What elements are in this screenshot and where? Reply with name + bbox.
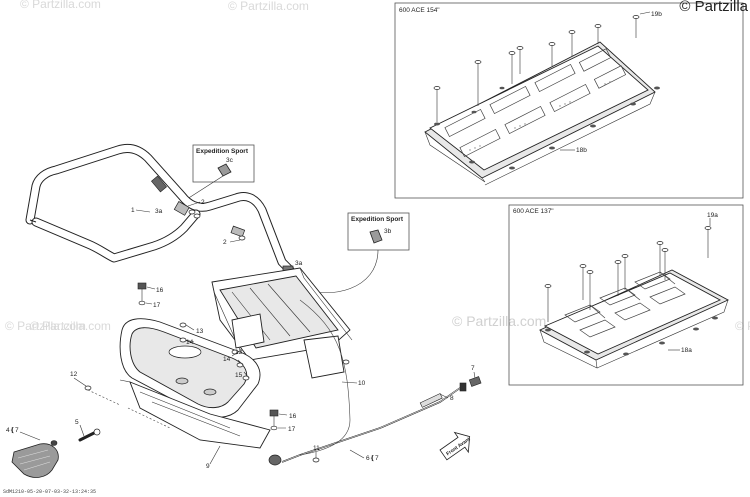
callout-19b: 19b bbox=[651, 11, 662, 18]
callout-14a: 14 bbox=[186, 339, 194, 346]
callout-3a-mid: 3a bbox=[295, 260, 303, 267]
callout-14b: 14 bbox=[223, 356, 231, 363]
callout-15: 15 bbox=[235, 372, 243, 379]
front-arrow: Front Avant bbox=[439, 431, 472, 461]
bolt-5 bbox=[78, 424, 101, 442]
callout-19a: 19a bbox=[707, 212, 718, 219]
watermark-5: © Partzilla.com bbox=[452, 313, 546, 329]
screws-19b bbox=[433, 11, 651, 122]
callout-2: 2 bbox=[201, 199, 205, 206]
partzilla-brand: © Partzilla bbox=[679, 0, 748, 15]
tail-light bbox=[11, 431, 59, 478]
diagram-code: SdM1210-05-20-07-03-32-13:24:35 bbox=[3, 489, 97, 495]
screws-19a bbox=[544, 218, 712, 322]
watermark-6: © Partzilla.com bbox=[735, 319, 750, 333]
callout-3b: 3b bbox=[384, 228, 392, 235]
callout-9: 9 bbox=[206, 463, 210, 470]
callout-2b: 2 bbox=[223, 239, 227, 246]
rear-bumper-assembly bbox=[119, 318, 271, 449]
callout-3c: 3c bbox=[226, 157, 234, 164]
callout-17a: 17 bbox=[153, 302, 161, 309]
callout-10: 10 bbox=[358, 380, 366, 387]
fasteners-16-17-lower bbox=[269, 409, 288, 431]
box-expedition-top: Expedition Sport 3c bbox=[183, 144, 255, 202]
callout-17b: 17 bbox=[288, 426, 296, 433]
box-expedition-mid-title: Expedition Sport bbox=[351, 216, 404, 223]
watermark-2: © Partzilla.com bbox=[228, 0, 309, 13]
box-expedition-top-title: Expedition Sport bbox=[196, 148, 249, 155]
watermark-1: © Partzilla.com bbox=[20, 0, 101, 11]
running-board-18a bbox=[538, 269, 730, 369]
callout-7: 7 bbox=[471, 365, 475, 372]
box-ace-137-title: 600 ACE 137" bbox=[513, 208, 554, 215]
fasteners-13-14-15 bbox=[84, 322, 250, 391]
callout-3a-top: 3a bbox=[155, 208, 163, 215]
rear-support-bracket bbox=[211, 267, 353, 379]
callout-16a: 16 bbox=[156, 287, 164, 294]
callout-18a: 18a bbox=[681, 347, 692, 354]
callout-13b: 13 bbox=[235, 349, 243, 356]
callout-4: 4❴7 bbox=[6, 426, 19, 434]
running-board-18b bbox=[424, 41, 660, 186]
grab-handle bbox=[25, 143, 295, 279]
box-ace-154: 600 ACE 154" bbox=[394, 2, 744, 199]
callout-1: 1 bbox=[131, 207, 135, 214]
watermark-4: © Partzilla.com bbox=[30, 319, 111, 333]
fasteners-16-17-upper bbox=[137, 282, 156, 306]
box-expedition-mid: Expedition Sport 3b bbox=[299, 212, 410, 294]
watermark-3: © Partzilla.com bbox=[5, 319, 86, 333]
callout-5: 5 bbox=[75, 419, 79, 426]
callout-8: 8 bbox=[450, 395, 454, 402]
callout-12: 12 bbox=[70, 371, 78, 378]
wiring-harness bbox=[268, 371, 482, 466]
callout-18b: 18b bbox=[576, 147, 587, 154]
callout-6: 6❴7 bbox=[366, 454, 379, 462]
box-ace-154-title: 600 ACE 154" bbox=[399, 7, 440, 14]
callout-11: 11 bbox=[313, 445, 320, 452]
callout-13a: 13 bbox=[196, 328, 204, 335]
callout-16b: 16 bbox=[289, 413, 297, 420]
box-ace-137: 600 ACE 137" bbox=[508, 204, 744, 386]
